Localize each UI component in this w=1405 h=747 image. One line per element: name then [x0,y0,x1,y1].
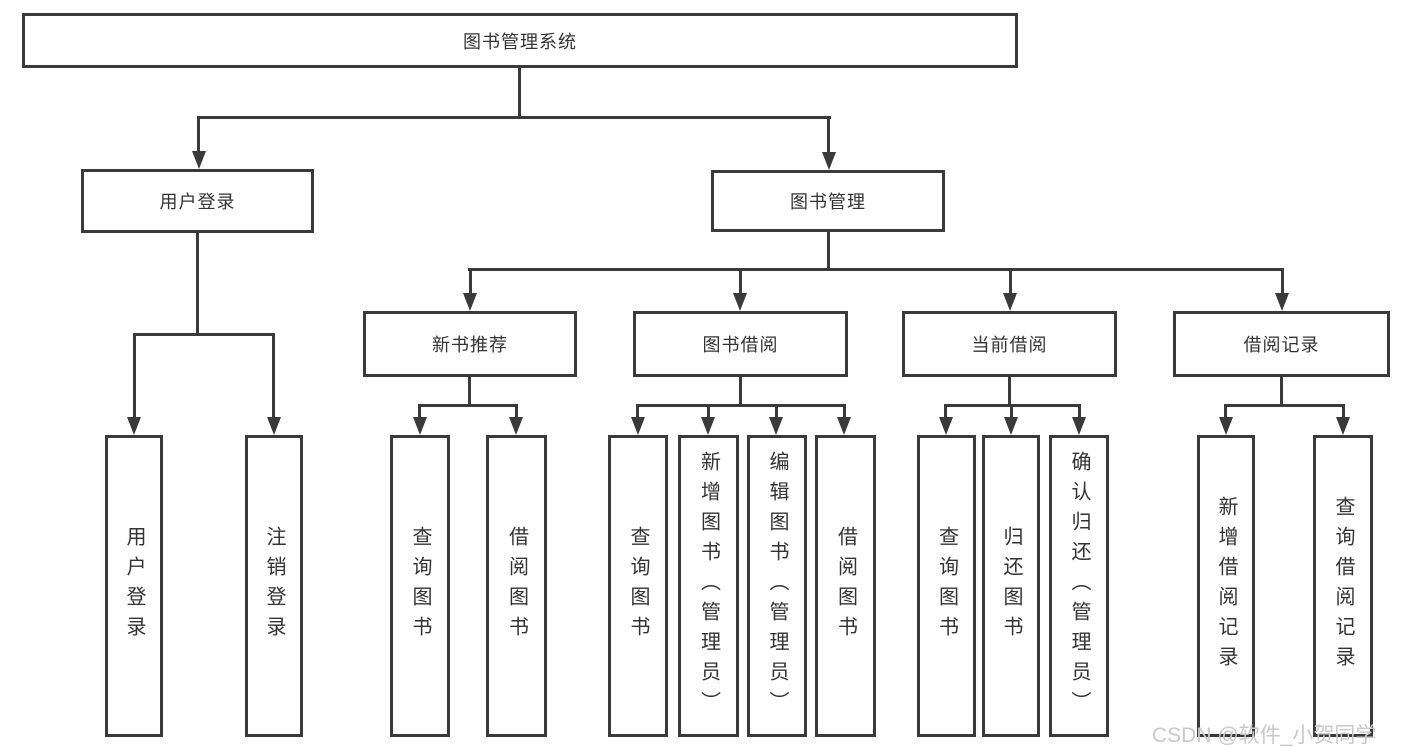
leaf-label: 查询图书 [409,526,431,646]
leaf-label: 借阅图书 [834,526,857,646]
leaf-record-add: 新增借阅记录 [1197,435,1255,737]
connector-record-stem [1280,377,1283,407]
node-new-book-recommend: 新书推荐 [363,311,577,377]
leaf-label: 用户登录 [123,526,145,646]
connector-user-stem [196,233,199,336]
leaf-label: 新增借阅记录 [1215,496,1237,676]
node-library-system: 图书管理系统 [22,13,1018,68]
leaf-user-login: 用户登录 [105,435,163,737]
leaf-logout: 注销登录 [245,435,303,737]
leaf-label: 注销登录 [263,526,285,646]
connector-drop-l3-3 [1009,268,1012,295]
arrowhead-newbook-2 [509,417,523,435]
arrowhead-current-2 [1004,417,1018,435]
arrowhead-record-2 [1336,417,1350,435]
leaf-borrow-edit-admin: 编辑图书（管理员） [747,435,807,737]
connector-drop-borrow-1 [636,404,639,419]
arrowhead-l3-4 [1275,293,1289,311]
node-user-login: 用户登录 [81,169,314,233]
leaf-label: 查询图书 [627,526,649,646]
connector-mgmt-stem [827,232,830,270]
leaf-borrow-borrow: 借阅图书 [815,435,876,737]
connector-drop-l3-4 [1281,268,1284,295]
leaf-label: 编辑图书（管理员） [766,451,788,721]
node-label: 图书管理系统 [463,31,577,52]
connector-drop-borrow-2 [707,404,710,419]
connector-drop-user [197,116,200,154]
leaf-record-query: 查询借阅记录 [1313,435,1373,737]
connector-root-bar [197,116,831,119]
leaf-current-query: 查询图书 [917,435,976,737]
leaf-label: 查询图书 [935,526,958,646]
connector-drop-current-2 [1010,404,1013,419]
connector-record-bar [1224,404,1345,407]
node-label: 图书借阅 [702,335,779,355]
connector-borrow-bar [636,404,846,407]
connector-drop-newbook-2 [515,404,518,419]
leaf-label: 确认归还（管理员） [1068,451,1090,721]
arrowhead-user [192,151,206,169]
arrowhead-l3-3 [1003,293,1017,311]
connector-mgmt-bar [468,268,1284,271]
arrowhead-user-1 [127,417,141,435]
node-current-borrow: 当前借阅 [902,311,1117,377]
connector-newbook-bar [418,404,518,407]
leaf-newbook-query: 查询图书 [390,435,450,737]
connector-root-stem [518,68,521,118]
arrowhead-borrow-4 [837,417,851,435]
arrowhead-l3-2 [733,293,747,311]
node-label: 图书管理 [790,192,866,212]
arrowhead-user-2 [267,417,281,435]
arrowhead-borrow-2 [701,417,715,435]
leaf-borrow-query: 查询图书 [608,435,668,737]
connector-drop-current-3 [1078,404,1081,419]
arrowhead-record-1 [1219,417,1233,435]
arrowhead-newbook-1 [413,417,427,435]
connector-drop-l3-1 [469,268,472,295]
arrowhead-borrow-3 [769,417,783,435]
leaf-label: 借阅图书 [505,526,528,646]
arrowhead-borrow-1 [631,417,645,435]
node-book-borrow: 图书借阅 [633,311,848,377]
connector-current-stem [1008,377,1011,407]
connector-drop-record-1 [1224,404,1227,419]
leaf-label: 新增图书（管理员） [697,451,720,721]
connector-drop-record-2 [1342,404,1345,419]
leaf-current-return: 归还图书 [982,435,1040,737]
node-label: 当前借阅 [971,335,1048,355]
connector-borrow-stem [739,377,742,407]
leaf-borrow-add-admin: 新增图书（管理员） [678,435,739,737]
node-label: 用户登录 [159,192,236,212]
connector-drop-current-1 [944,404,947,419]
leaf-newbook-borrow: 借阅图书 [486,435,547,737]
node-label: 新书推荐 [432,335,508,355]
connector-drop-borrow-4 [843,404,846,419]
arrowhead-current-3 [1072,417,1086,435]
leaf-label: 归还图书 [1000,526,1022,646]
node-book-management: 图书管理 [711,170,945,232]
node-label: 借阅记录 [1243,335,1320,355]
connector-drop-mgmt [827,116,830,154]
arrowhead-current-1 [939,417,953,435]
connector-newbook-stem [468,377,471,407]
connector-drop-l3-2 [739,268,742,295]
leaf-label: 查询借阅记录 [1332,496,1354,676]
arrowhead-l3-1 [463,293,477,311]
leaf-current-confirm-admin: 确认归还（管理员） [1049,435,1109,737]
connector-drop-borrow-3 [775,404,778,419]
connector-drop-user-1 [133,333,136,419]
connector-user-bar [133,333,275,336]
csdn-watermark: CSDN @软件_小贺同学 [1152,724,1377,747]
connector-drop-user-2 [272,333,275,419]
node-borrow-record: 借阅记录 [1173,311,1390,377]
arrowhead-mgmt [822,152,836,170]
connector-drop-newbook-1 [418,404,421,419]
